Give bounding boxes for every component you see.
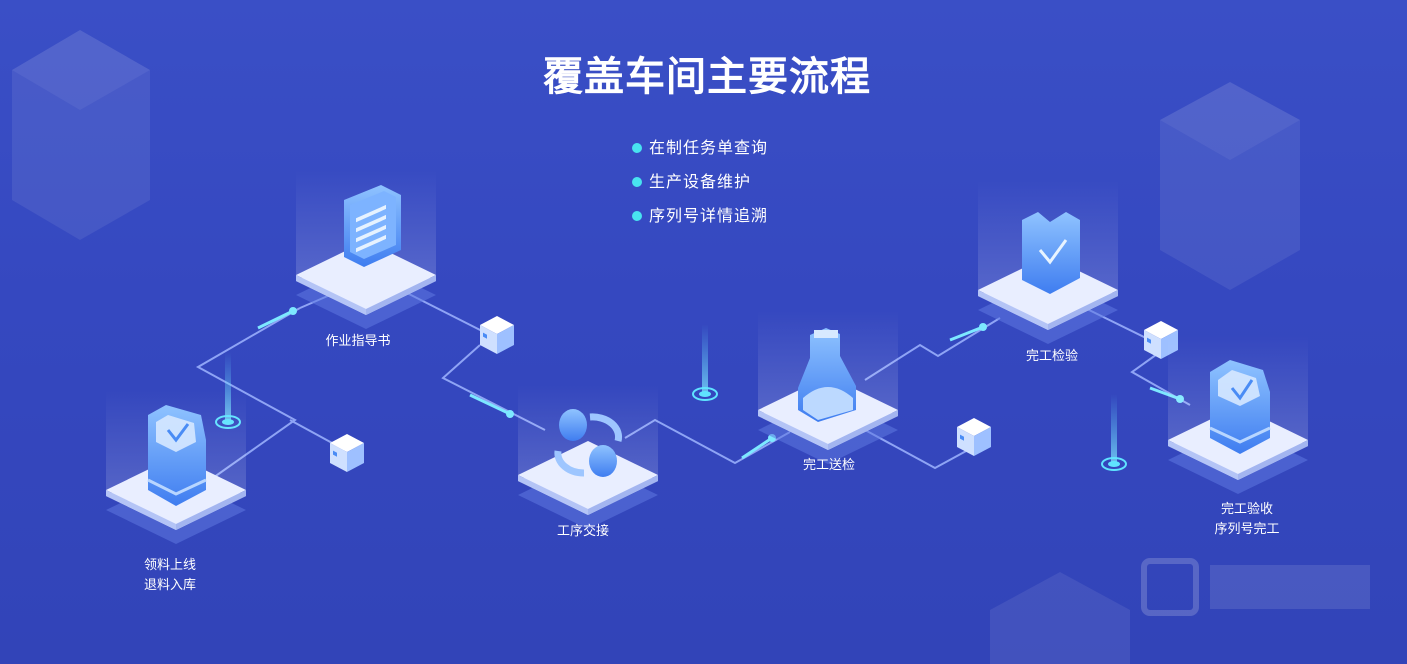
node-label-line: 序列号完工	[1214, 522, 1280, 537]
document-list-icon	[344, 185, 401, 267]
node-label-material: 领料上线 退料入库	[130, 556, 210, 596]
page-title: 覆盖车间主要流程	[543, 54, 871, 100]
feature-label: 序列号详情追溯	[649, 206, 769, 225]
node-inspection	[978, 180, 1118, 344]
flask-icon	[798, 328, 856, 422]
inbox-check-icon	[1209, 360, 1271, 454]
node-label-acceptance: 完工验收 序列号完工	[1202, 500, 1292, 540]
feature-item: 序列号详情追溯	[632, 204, 768, 238]
feature-item: 在制任务单查询	[632, 136, 768, 170]
node-acceptance	[1168, 335, 1308, 494]
feature-label: 生产设备维护	[649, 172, 752, 191]
feature-item: 生产设备维护	[632, 170, 768, 204]
bullet-dot-icon	[632, 143, 642, 153]
node-label-line: 作业指导书	[325, 334, 391, 349]
cube-marker	[957, 418, 991, 456]
node-label-line: 完工验收	[1220, 502, 1273, 517]
node-handover	[518, 385, 658, 529]
node-instruction	[296, 170, 436, 329]
node-label-handover: 工序交接	[543, 522, 623, 542]
node-material	[106, 390, 246, 544]
bullet-dot-icon	[632, 177, 642, 187]
node-label-inspection: 完工检验	[1012, 347, 1092, 367]
feature-label: 在制任务单查询	[649, 138, 769, 157]
node-submit	[758, 310, 898, 464]
background-decoration	[12, 30, 1300, 664]
transfer-cycle-icon	[554, 409, 623, 477]
node-label-line: 退料入库	[143, 578, 196, 593]
node-label-line: 完工送检	[802, 458, 855, 473]
beacon-marker	[692, 323, 718, 401]
node-label-submit: 完工送检	[789, 456, 869, 476]
bullet-dot-icon	[632, 211, 642, 221]
cube-marker	[480, 316, 514, 354]
cube-marker	[330, 434, 364, 472]
node-label-line: 领料上线	[143, 558, 196, 573]
node-label-instruction: 作业指导书	[310, 332, 406, 352]
node-label-line: 完工检验	[1025, 349, 1078, 364]
node-label-line: 工序交接	[556, 524, 609, 539]
feature-list: 在制任务单查询 生产设备维护 序列号详情追溯	[632, 136, 768, 238]
inbox-tray-icon	[147, 405, 207, 506]
watermark-logo	[1140, 555, 1380, 619]
beacon-marker	[1101, 393, 1127, 471]
clipboard-check-icon	[1022, 212, 1080, 294]
